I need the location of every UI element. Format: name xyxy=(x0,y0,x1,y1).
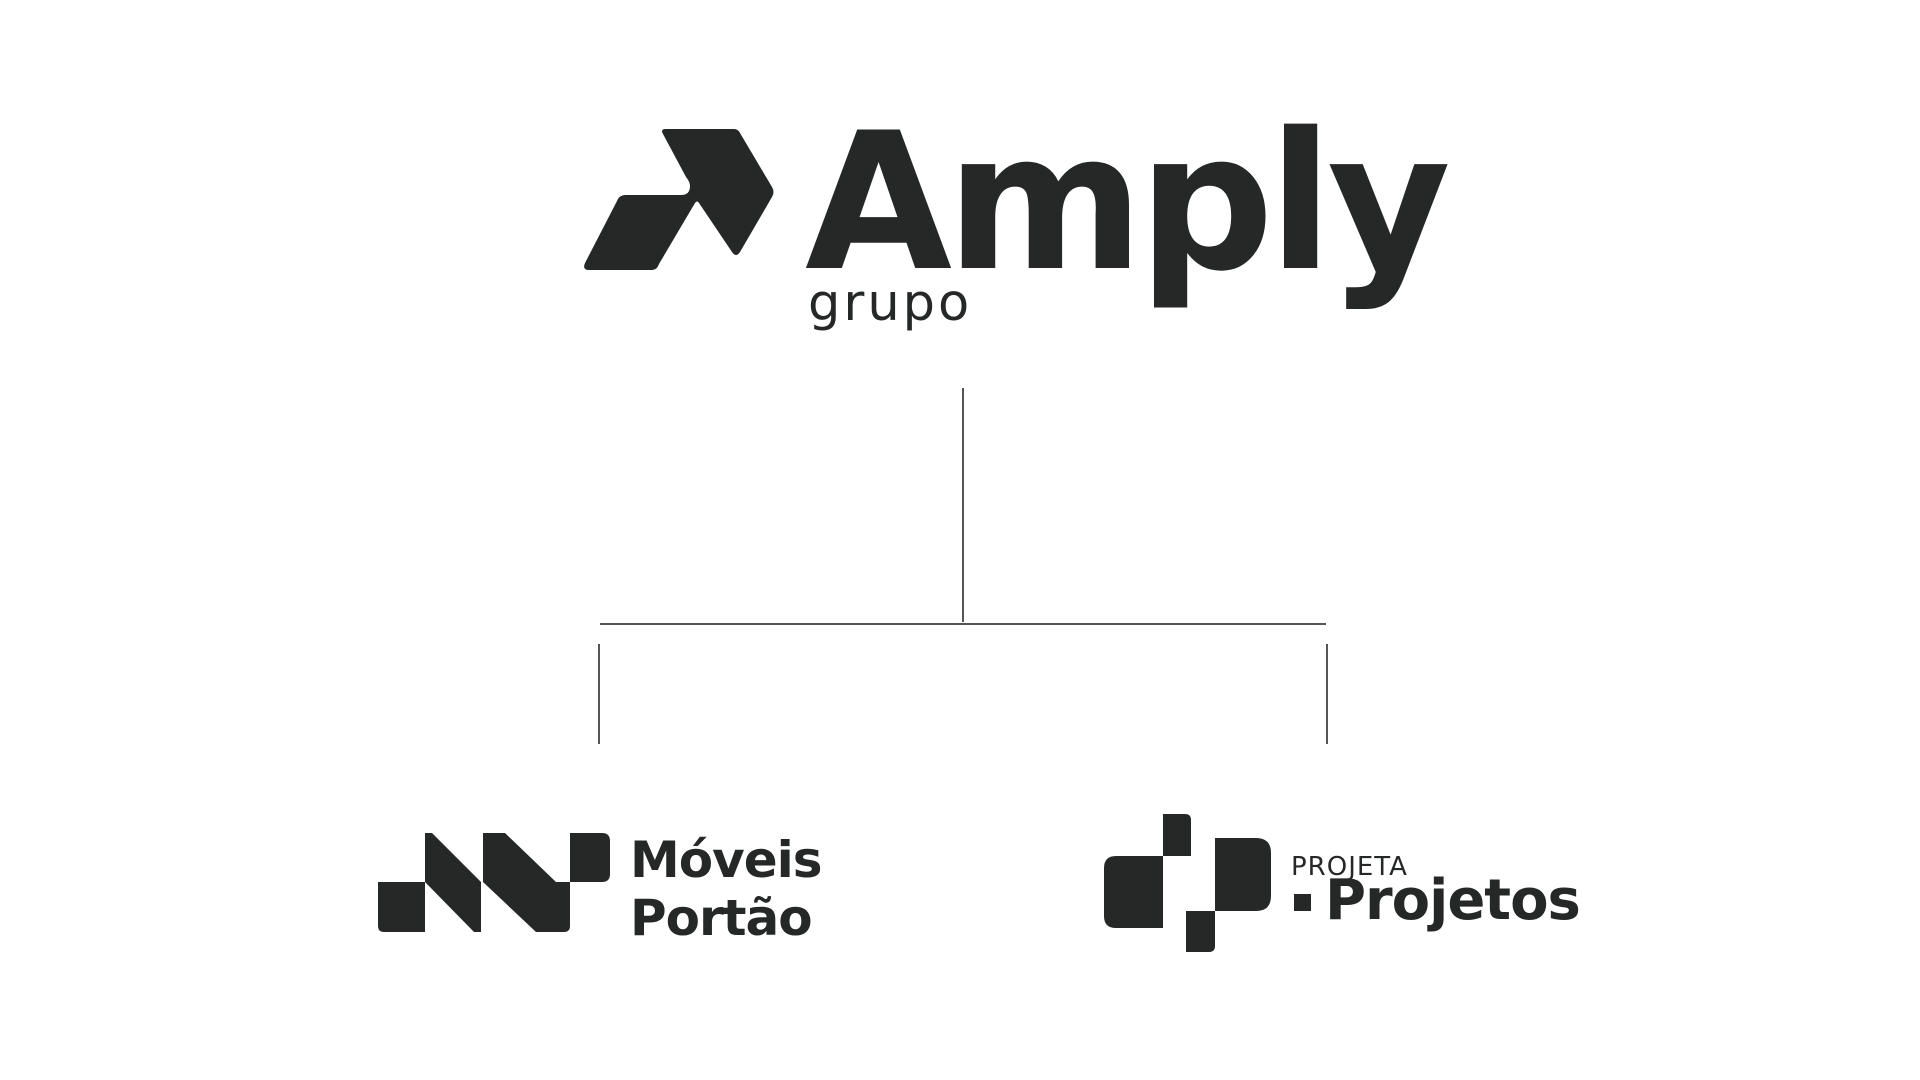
child-small-label: PROJETA xyxy=(1291,852,1408,882)
child-name-line1: Móveis xyxy=(630,831,823,889)
child-name-line2: Portão xyxy=(630,889,813,947)
child-name: Projetos xyxy=(1325,868,1581,933)
parent-subtitle: grupo xyxy=(808,274,973,333)
parent-name: Amply xyxy=(805,92,1451,313)
